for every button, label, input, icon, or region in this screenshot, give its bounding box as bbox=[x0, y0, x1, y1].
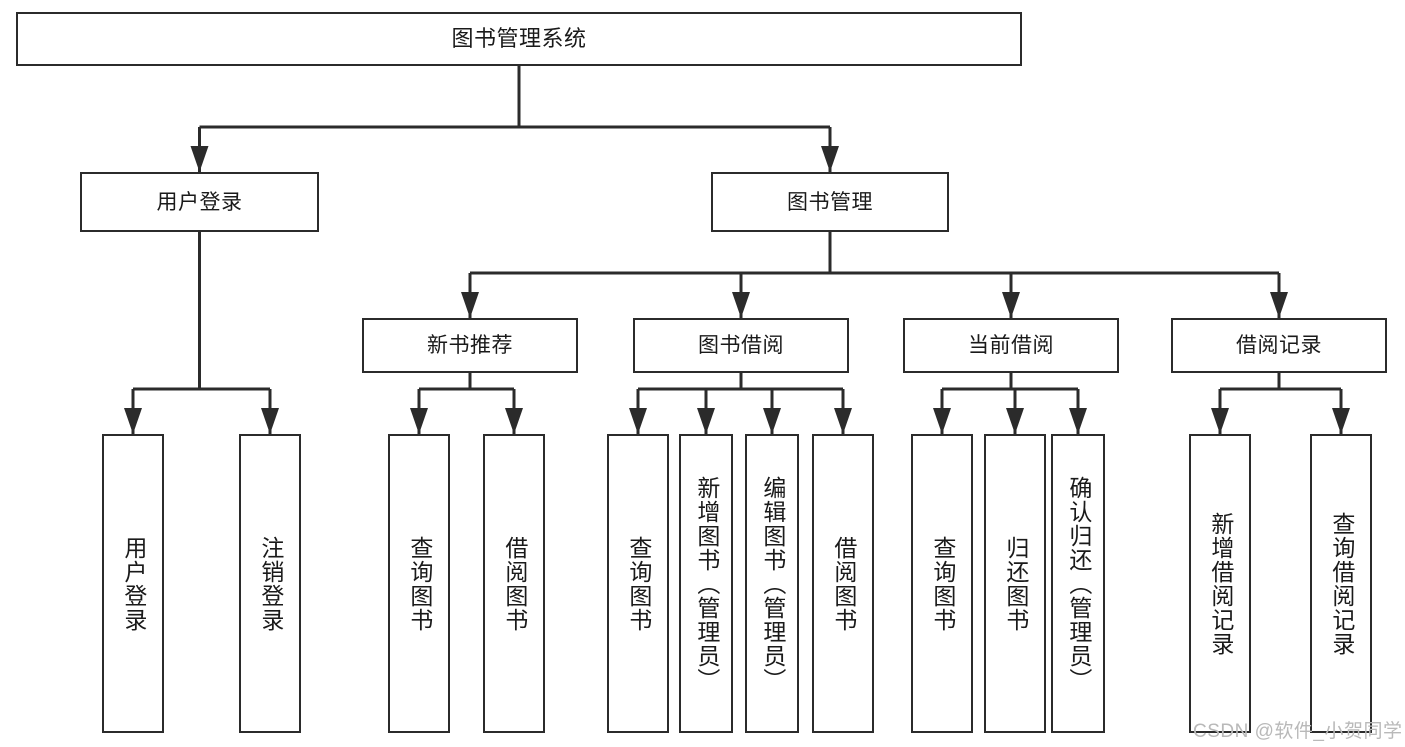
node-current_borrow[interactable]: 当前借阅 bbox=[903, 318, 1119, 373]
edge-arrowhead bbox=[261, 408, 279, 434]
node-label: 用户登录 bbox=[120, 535, 147, 632]
edge-arrowhead bbox=[933, 408, 951, 434]
node-leaf_logout[interactable]: 注销登录 bbox=[239, 434, 301, 733]
node-root[interactable]: 图书管理系统 bbox=[16, 12, 1022, 66]
node-label: 归还图书 bbox=[1002, 535, 1029, 632]
edge-arrowhead bbox=[124, 408, 142, 434]
edge-arrowhead bbox=[763, 408, 781, 434]
node-book_borrow[interactable]: 图书借阅 bbox=[633, 318, 849, 373]
node-label: 查询借阅记录 bbox=[1328, 511, 1355, 656]
edge-arrowhead bbox=[1002, 292, 1020, 318]
node-label: 查询图书 bbox=[625, 535, 652, 632]
node-leaf_add_book[interactable]: 新增图书（管理员） bbox=[679, 434, 733, 733]
edge-arrowhead bbox=[461, 292, 479, 318]
node-label: 图书管理系统 bbox=[451, 26, 587, 51]
node-leaf_user_login[interactable]: 用户登录 bbox=[102, 434, 164, 733]
node-leaf_query_book_a[interactable]: 查询图书 bbox=[388, 434, 450, 733]
node-user_login[interactable]: 用户登录 bbox=[80, 172, 319, 232]
edge-arrowhead bbox=[1069, 408, 1087, 434]
edge-arrowhead bbox=[190, 146, 209, 172]
node-new_book_rec[interactable]: 新书推荐 bbox=[362, 318, 578, 373]
node-label: 借阅图书 bbox=[830, 535, 857, 632]
node-leaf_confirm_return[interactable]: 确认归还（管理员） bbox=[1051, 434, 1105, 733]
node-leaf_query_book_b[interactable]: 查询图书 bbox=[607, 434, 669, 733]
csdn-watermark: CSDN @软件_小贺同学 bbox=[1193, 721, 1403, 742]
edge-arrowhead bbox=[1332, 408, 1350, 434]
node-label: 确认归还（管理员） bbox=[1065, 475, 1092, 692]
node-label: 图书借阅 bbox=[698, 334, 784, 357]
node-leaf_return_book[interactable]: 归还图书 bbox=[984, 434, 1046, 733]
node-leaf_borrow_book_b[interactable]: 借阅图书 bbox=[812, 434, 874, 733]
node-label: 当前借阅 bbox=[968, 334, 1054, 357]
node-leaf_edit_book[interactable]: 编辑图书（管理员） bbox=[745, 434, 799, 733]
edge-arrowhead bbox=[834, 408, 852, 434]
edge-arrowhead bbox=[410, 408, 428, 434]
edge-arrowhead bbox=[1270, 292, 1288, 318]
node-label: 新增图书（管理员） bbox=[693, 475, 720, 692]
edge-arrowhead bbox=[505, 408, 523, 434]
node-label: 查询图书 bbox=[406, 535, 433, 632]
edge-arrowhead bbox=[629, 408, 647, 434]
node-label: 新书推荐 bbox=[427, 334, 513, 357]
node-leaf_borrow_book_a[interactable]: 借阅图书 bbox=[483, 434, 545, 733]
node-label: 注销登录 bbox=[257, 535, 284, 632]
node-leaf_query_record[interactable]: 查询借阅记录 bbox=[1310, 434, 1372, 733]
node-label: 图书管理 bbox=[787, 190, 873, 214]
edge-arrowhead bbox=[732, 292, 750, 318]
node-leaf_add_record[interactable]: 新增借阅记录 bbox=[1189, 434, 1251, 733]
node-borrow_record[interactable]: 借阅记录 bbox=[1171, 318, 1387, 373]
node-label: 借阅图书 bbox=[501, 535, 528, 632]
edge-arrowhead bbox=[1006, 408, 1024, 434]
edge-arrowhead bbox=[1211, 408, 1229, 434]
node-label: 借阅记录 bbox=[1236, 334, 1322, 357]
node-label: 查询图书 bbox=[929, 535, 956, 632]
node-label: 用户登录 bbox=[156, 190, 243, 214]
edge-arrowhead bbox=[821, 146, 839, 172]
node-book_manage[interactable]: 图书管理 bbox=[711, 172, 949, 232]
node-leaf_query_book_c[interactable]: 查询图书 bbox=[911, 434, 973, 733]
edge-arrowhead bbox=[697, 408, 715, 434]
node-label: 编辑图书（管理员） bbox=[759, 475, 786, 692]
node-label: 新增借阅记录 bbox=[1207, 511, 1234, 656]
